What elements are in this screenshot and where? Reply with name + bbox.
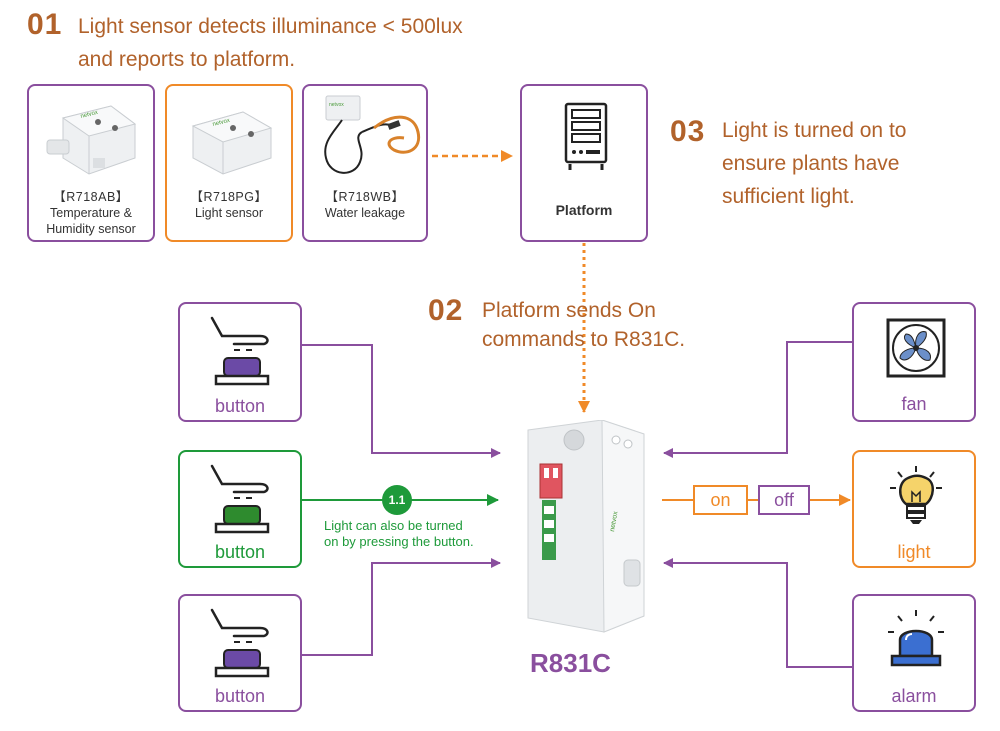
step-02-number: 02 <box>428 294 464 327</box>
button-card-1[interactable]: button <box>178 302 302 422</box>
platform-card[interactable]: Platform <box>520 84 648 242</box>
server-icon <box>564 102 608 170</box>
step-11-line2: on by pressing the button. <box>324 534 474 549</box>
step-11-badge: 1.1 <box>382 485 412 515</box>
sensor-model: 【R718PG】 <box>190 190 268 204</box>
button-label: button <box>214 686 266 706</box>
sensor-card-r718wb[interactable]: netvox 【R718WB】 Water leakage <box>302 84 428 242</box>
water-leakage-sensor-image: netvox <box>324 95 421 174</box>
sensor-model: 【R718AB】 <box>53 190 129 204</box>
sensor-model: 【R718WB】 <box>325 190 405 204</box>
svg-text:netvox: netvox <box>80 110 99 120</box>
step-11-note: Light can also be turned on by pressing … <box>324 518 474 550</box>
button-card-3[interactable]: button <box>178 594 302 712</box>
sensor-card-r718ab[interactable]: netvox 【R718AB】 Temperature & Humidity s… <box>27 84 155 242</box>
light-bulb-icon <box>890 466 942 524</box>
alarm-wire <box>663 558 852 668</box>
relay-off-tag: off <box>758 485 810 515</box>
sensor-label-r718wb: 【R718WB】 Water leakage <box>304 189 426 221</box>
step-11-line1: Light can also be turned <box>324 518 463 533</box>
button-label: button <box>214 542 266 562</box>
svg-text:netvox: netvox <box>212 118 231 128</box>
r831c-device-image: netvox <box>527 420 645 633</box>
push-button-icon <box>210 316 270 386</box>
button-card-2[interactable]: button <box>178 450 302 568</box>
temperature-sensor-image: netvox <box>46 105 137 175</box>
alarm-siren-icon <box>888 610 944 667</box>
light-card[interactable]: light <box>852 450 976 568</box>
sensor-desc-2: Humidity sensor <box>46 222 136 236</box>
fan-label: fan <box>901 394 927 414</box>
step-03-number: 03 <box>670 115 706 148</box>
sensor-desc: Temperature & <box>50 206 132 220</box>
button3-wire <box>302 558 501 656</box>
step-02-text: Platform sends On commands to R831C. <box>482 296 685 354</box>
step-02-line2: commands to R831C. <box>482 328 686 351</box>
step-03-line1: Light is turned on to <box>722 119 907 142</box>
svg-text:netvox: netvox <box>329 102 344 108</box>
button1-wire <box>302 344 501 458</box>
r831c-label: R831C <box>530 648 611 678</box>
platform-label: Platform <box>555 202 613 218</box>
alarm-label: alarm <box>891 686 937 706</box>
step-01-line1: Light sensor detects illuminance < 500lu… <box>78 15 463 38</box>
sensor-desc: Light sensor <box>194 206 264 220</box>
fan-wire <box>663 341 852 458</box>
step-02-line1: Platform sends On <box>482 299 656 322</box>
button-label: button <box>214 396 266 416</box>
sensor-desc: Water leakage <box>324 206 406 220</box>
step-01-line2: and reports to platform. <box>78 48 296 71</box>
step-01-number: 01 <box>27 8 63 41</box>
step-01-text: Light sensor detects illuminance < 500lu… <box>78 10 463 76</box>
svg-text:netvox: netvox <box>609 510 620 532</box>
push-button-icon <box>210 608 270 678</box>
light-label: light <box>897 542 931 562</box>
step-03-text: Light is turned on to ensure plants have… <box>722 114 906 213</box>
push-button-icon <box>210 464 270 534</box>
relay-on-tag: on <box>693 485 748 515</box>
fan-icon <box>886 318 946 378</box>
light-sensor-image: netvox <box>191 111 273 175</box>
sensor-label-r718pg: 【R718PG】 Light sensor <box>167 189 291 221</box>
step-03-line2: ensure plants have <box>722 152 900 175</box>
sensor-label-r718ab: 【R718AB】 Temperature & Humidity sensor <box>29 189 153 237</box>
fan-card[interactable]: fan <box>852 302 976 422</box>
step-03-line3: sufficient light. <box>722 185 855 208</box>
sensor-card-r718pg[interactable]: netvox 【R718PG】 Light sensor <box>165 84 293 242</box>
alarm-card[interactable]: alarm <box>852 594 976 712</box>
